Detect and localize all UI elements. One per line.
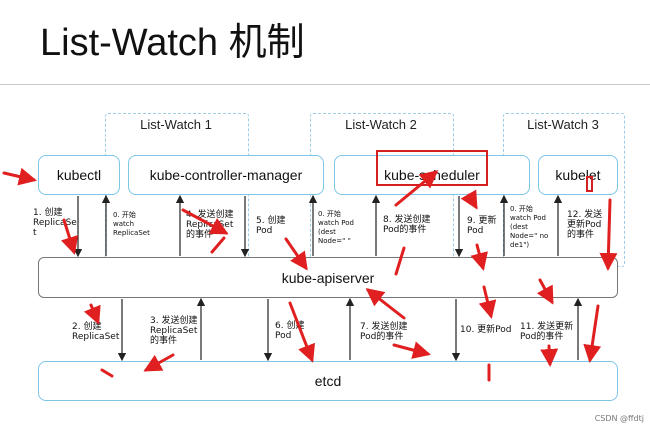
step-8-label: 8. 发送创建 Pod的事件 [383,215,431,235]
list-watch-group-1-label: List-Watch 1 [140,117,212,132]
step-6-label: 6. 创建 Pod [275,321,305,341]
kubectl-box: kubectl [38,155,120,195]
apiserver-box: kube-apiserver [38,257,618,298]
step-11-label: 11. 发送更新 Pod的事件 [520,322,574,342]
watermark: CSDN @ffdtj [594,414,644,423]
list-watch-group-2-label: List-Watch 2 [345,117,417,132]
step-2-label: 2. 创建 ReplicaSet [72,322,120,342]
step-0-watch-replicaset-label: 0. 开始 watch ReplicaSet [113,211,150,237]
red-annotations [2,167,618,382]
step-0-watch-pod-node1-label: 0. 开始 watch Pod (dest Node=" no de1") [510,205,549,249]
step-9-label: 9. 更新 Pod [467,216,497,236]
kubelet-box: kubelet [538,155,618,195]
step-7-label: 7. 发送创建 Pod的事件 [360,322,408,342]
step-1-label: 1. 创建 ReplicaSe t [33,208,77,238]
step-3-label: 3. 发送创建 ReplicaSet 的事件 [150,316,198,346]
page-title: List-Watch 机制 [40,22,305,64]
kubelet-highlight [586,176,593,192]
title-divider [0,84,650,85]
etcd-box: etcd [38,361,618,401]
step-5-label: 5. 创建 Pod [256,216,286,236]
step-0-watch-pod-label: 0. 开始 watch Pod (dest Node=" " [318,210,354,245]
step-12-label: 12. 发送 更新Pod 的事件 [567,210,603,240]
step-10-label: 10. 更新Pod [460,325,512,335]
list-watch-group-3-label: List-Watch 3 [527,117,599,132]
controller-manager-box: kube-controller-manager [128,155,324,195]
